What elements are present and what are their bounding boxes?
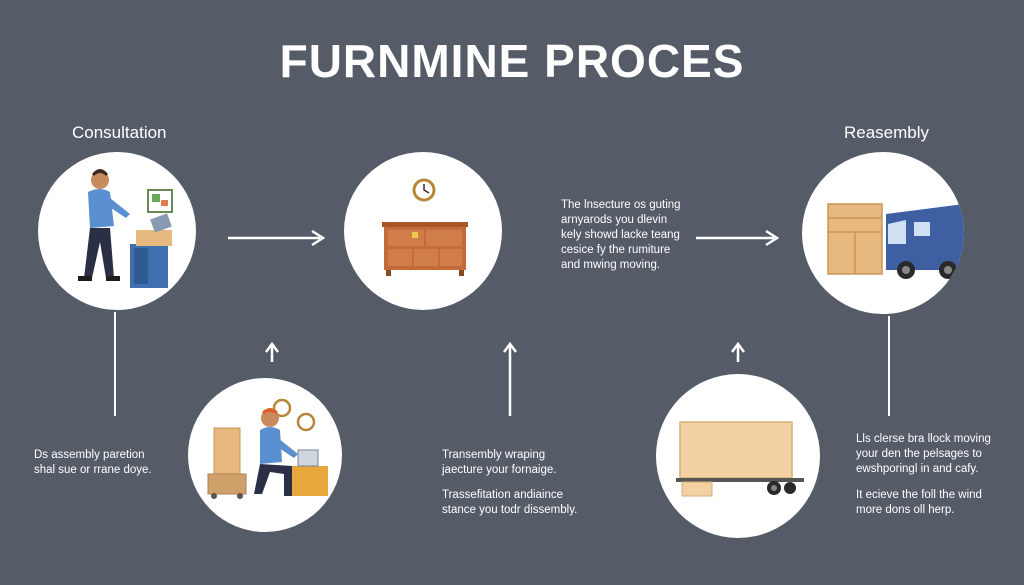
page-title: FURNMINE PROCES [279,35,745,87]
arrow-right-1 [228,229,326,247]
worker-illustration [207,398,328,499]
text-right-bottom-a: Lls clerse bra llock moving your den the… [856,433,991,475]
step-label-consultation: Consultation [72,123,167,142]
dresser-circle [344,152,502,310]
reassembly-circle [802,152,964,314]
step-label-reassembly: Reasembly [844,123,930,142]
text-middle-right: The lnsecture os guting arnyarods you dl… [561,199,681,271]
transport-circle [656,374,820,538]
text-center-bottom-a: Transembly wraping jaecture your fornaig… [442,449,557,476]
connector-line-right [888,316,890,416]
flatbed-illustration [676,421,804,497]
consultation-circle [38,152,196,310]
disassembly-circle [188,378,342,532]
arrow-up-2 [503,341,517,416]
connector-line-left [114,312,116,416]
text-left-bottom: Ds assembly paretion shal sue or rrane d… [34,449,152,476]
dresser-illustration [382,178,468,276]
arrow-right-2 [696,229,780,247]
arrow-up-3 [731,341,745,362]
truck-illustration [827,203,964,279]
text-center-bottom-b: Trassefitation andiaince stance you todr… [442,489,578,516]
text-right-bottom-b: It ecieve the foll the wind more dons ol… [856,489,982,516]
consultant-illustration [78,169,173,288]
arrow-up-1 [265,341,279,362]
